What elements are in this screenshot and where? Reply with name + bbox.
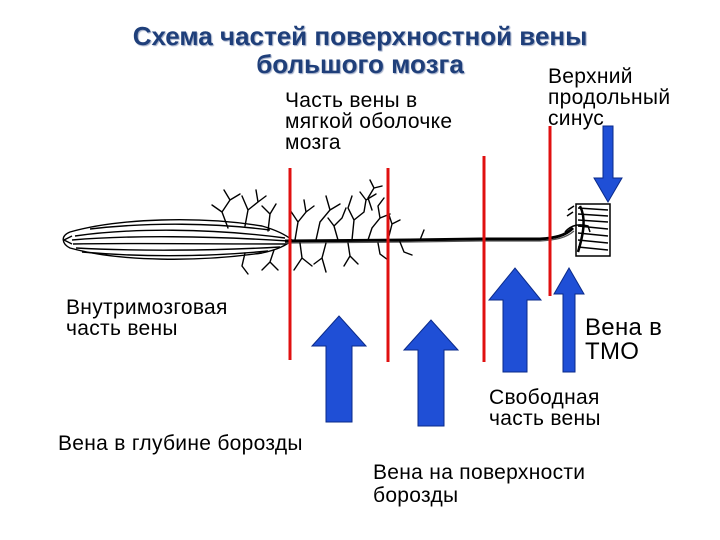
title-line-1: Схема частей поверхностной вены — [132, 21, 588, 51]
vein-main-line — [284, 226, 575, 244]
pointer-arrows — [310, 125, 623, 427]
label-superior-sagittal-sinus: Верхний продольный синус — [548, 65, 671, 130]
sinus-wall — [564, 203, 611, 257]
label-intracerebral-part: Внутримозговая часть вены — [66, 296, 228, 340]
arrow-up-deep-sulcus — [310, 315, 368, 423]
arrow-up-free-part — [487, 267, 543, 373]
label-vein-surface-sulcus: Вена на поверхности борозды — [373, 461, 586, 507]
label-vein-deep-sulcus: Вена в глубине борозды — [58, 432, 303, 455]
intracerebral-vein-trunk — [62, 219, 294, 260]
arrow-down-to-sinus — [593, 125, 623, 203]
diagram-title: Схема частей поверхностной вены большого… — [0, 22, 720, 78]
label-vein-in-dura: Вена в ТМО — [585, 314, 663, 365]
label-pia-mater-part: Часть вены в мягкой оболочке мозга — [285, 89, 453, 154]
arrow-up-dura-vein — [553, 266, 585, 373]
label-free-part: Свободная часть вены — [489, 386, 601, 430]
title-line-2: большого мозга — [256, 49, 464, 79]
arrow-up-surface-sulcus — [402, 319, 460, 427]
vein-tributaries — [211, 179, 425, 275]
section-dividers — [288, 126, 552, 362]
